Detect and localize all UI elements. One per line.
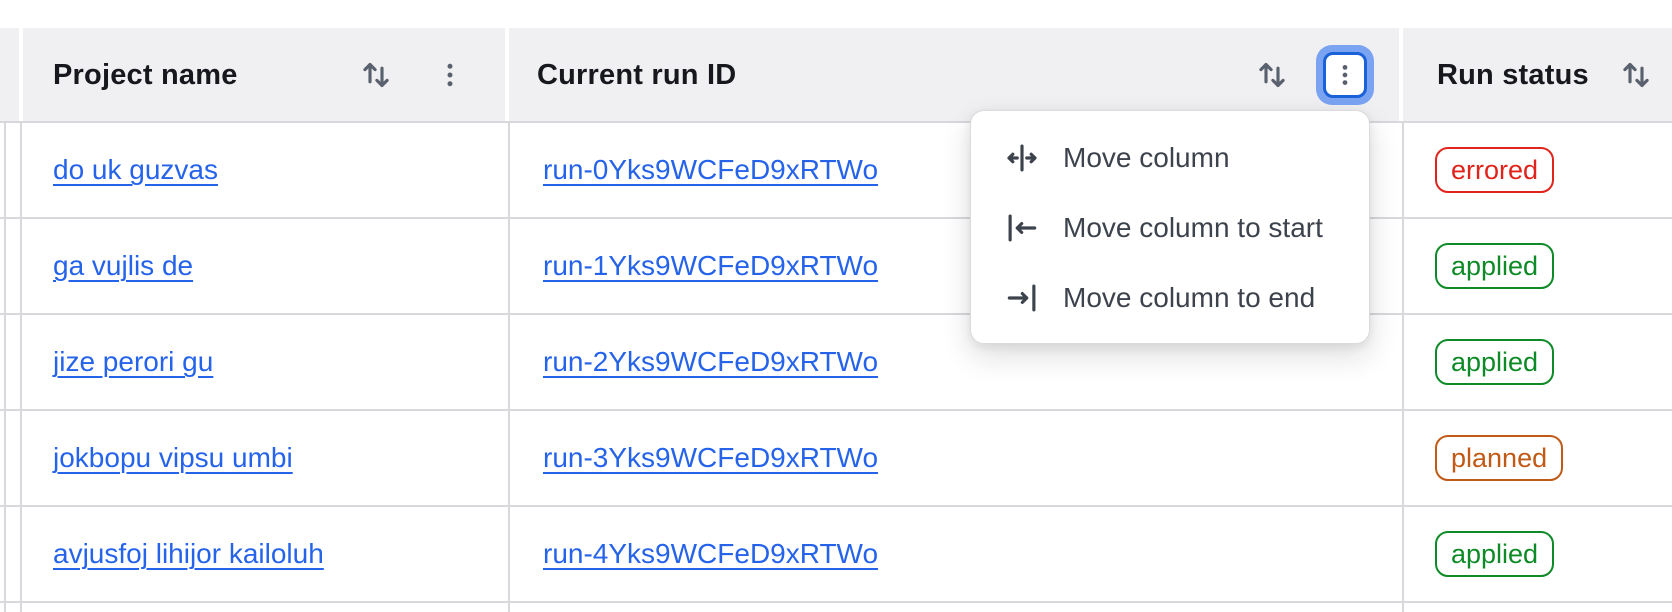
run-status-badge: planned: [1435, 435, 1564, 481]
sort-arrows-icon[interactable]: [358, 57, 394, 93]
current-run-id-cell: run-4Yks9WCFeD9xRTWo: [543, 506, 878, 602]
run-status-badge: errored: [1435, 147, 1555, 193]
project-name-cell: avjusfoj lihijor kailoluh: [53, 506, 324, 602]
kebab-menu-icon: [1323, 52, 1367, 98]
move-column-to-start-icon: [1008, 214, 1037, 242]
run-status-badge: applied: [1435, 339, 1555, 385]
project-name-cell: do uk guzvas: [53, 122, 218, 218]
menu-item-move-column-to-start[interactable]: Move column to start: [971, 193, 1369, 263]
run-status-badge: applied: [1435, 531, 1555, 577]
current-run-id-cell: run-3Yks9WCFeD9xRTWo: [543, 410, 878, 506]
table-row: do uk guzvas run-0Yks9WCFeD9xRTWo errore…: [0, 122, 1672, 218]
header-separator: [1399, 28, 1403, 122]
grid-line: [1402, 122, 1404, 612]
grid-line: [4, 122, 6, 612]
run-status-cell: applied: [1435, 314, 1555, 410]
run-id-link[interactable]: run-2Yks9WCFeD9xRTWo: [543, 346, 879, 377]
column-header-current-run-id: Current run ID: [537, 58, 737, 91]
table-header-row: [0, 28, 1672, 122]
current-run-id-cell: run-0Yks9WCFeD9xRTWo: [543, 122, 878, 218]
run-id-link[interactable]: run-4Yks9WCFeD9xRTWo: [543, 538, 879, 569]
project-name-link[interactable]: jokbopu vipsu umbi: [53, 442, 293, 473]
kebab-menu-icon[interactable]: [435, 57, 465, 93]
run-status-cell: errored: [1435, 122, 1555, 218]
menu-item-label: Move column to end: [1063, 282, 1316, 313]
kebab-menu-button-active[interactable]: [1316, 45, 1374, 105]
table-row: jize perori gu run-2Yks9WCFeD9xRTWo appl…: [0, 314, 1672, 410]
run-status-badge: applied: [1435, 243, 1555, 289]
column-header-run-status: Run status: [1437, 58, 1589, 91]
run-status-cell: applied: [1435, 506, 1555, 602]
project-name-cell: jize perori gu: [53, 314, 213, 410]
menu-item-move-column[interactable]: Move column: [971, 123, 1369, 193]
header-separator: [19, 28, 23, 122]
project-name-link[interactable]: avjusfoj lihijor kailoluh: [53, 538, 324, 569]
move-column-icon: [1007, 144, 1037, 172]
project-name-link[interactable]: jize perori gu: [53, 346, 214, 377]
grid-line: [508, 122, 510, 612]
project-name-cell: jokbopu vipsu umbi: [53, 410, 293, 506]
project-name-cell: ga vujlis de: [53, 218, 193, 314]
grid-line: [0, 409, 1672, 411]
run-id-link[interactable]: run-3Yks9WCFeD9xRTWo: [543, 442, 879, 473]
current-run-id-cell: run-2Yks9WCFeD9xRTWo: [543, 314, 878, 410]
grid-line: [0, 121, 1672, 123]
column-header-project-name: Project name: [53, 58, 238, 91]
run-status-cell: applied: [1435, 218, 1555, 314]
menu-item-move-column-to-end[interactable]: Move column to end: [971, 263, 1369, 333]
table-row: jokbopu vipsu umbi run-3Yks9WCFeD9xRTWo …: [0, 410, 1672, 506]
menu-item-label: Move column: [1063, 142, 1230, 173]
current-run-id-cell: run-1Yks9WCFeD9xRTWo: [543, 218, 878, 314]
grid-line: [20, 122, 22, 612]
project-name-link[interactable]: ga vujlis de: [53, 250, 194, 281]
grid-line: [0, 313, 1672, 315]
sort-arrows-icon[interactable]: [1618, 57, 1654, 93]
project-name-link[interactable]: do uk guzvas: [53, 154, 218, 185]
column-options-menu: Move column Move column to start Move co…: [970, 110, 1370, 344]
sort-arrows-icon[interactable]: [1254, 57, 1290, 93]
menu-item-label: Move column to start: [1063, 212, 1323, 243]
run-id-link[interactable]: run-1Yks9WCFeD9xRTWo: [543, 250, 879, 281]
grid-line: [0, 601, 1672, 603]
run-status-cell: planned: [1435, 410, 1564, 506]
grid-line: [0, 505, 1672, 507]
header-separator: [505, 28, 509, 122]
move-column-to-end-icon: [1007, 284, 1036, 312]
run-id-link[interactable]: run-0Yks9WCFeD9xRTWo: [543, 154, 879, 185]
table-row: avjusfoj lihijor kailoluh run-4Yks9WCFeD…: [0, 506, 1672, 602]
table-row: ga vujlis de run-1Yks9WCFeD9xRTWo applie…: [0, 218, 1672, 314]
grid-line: [0, 217, 1672, 219]
